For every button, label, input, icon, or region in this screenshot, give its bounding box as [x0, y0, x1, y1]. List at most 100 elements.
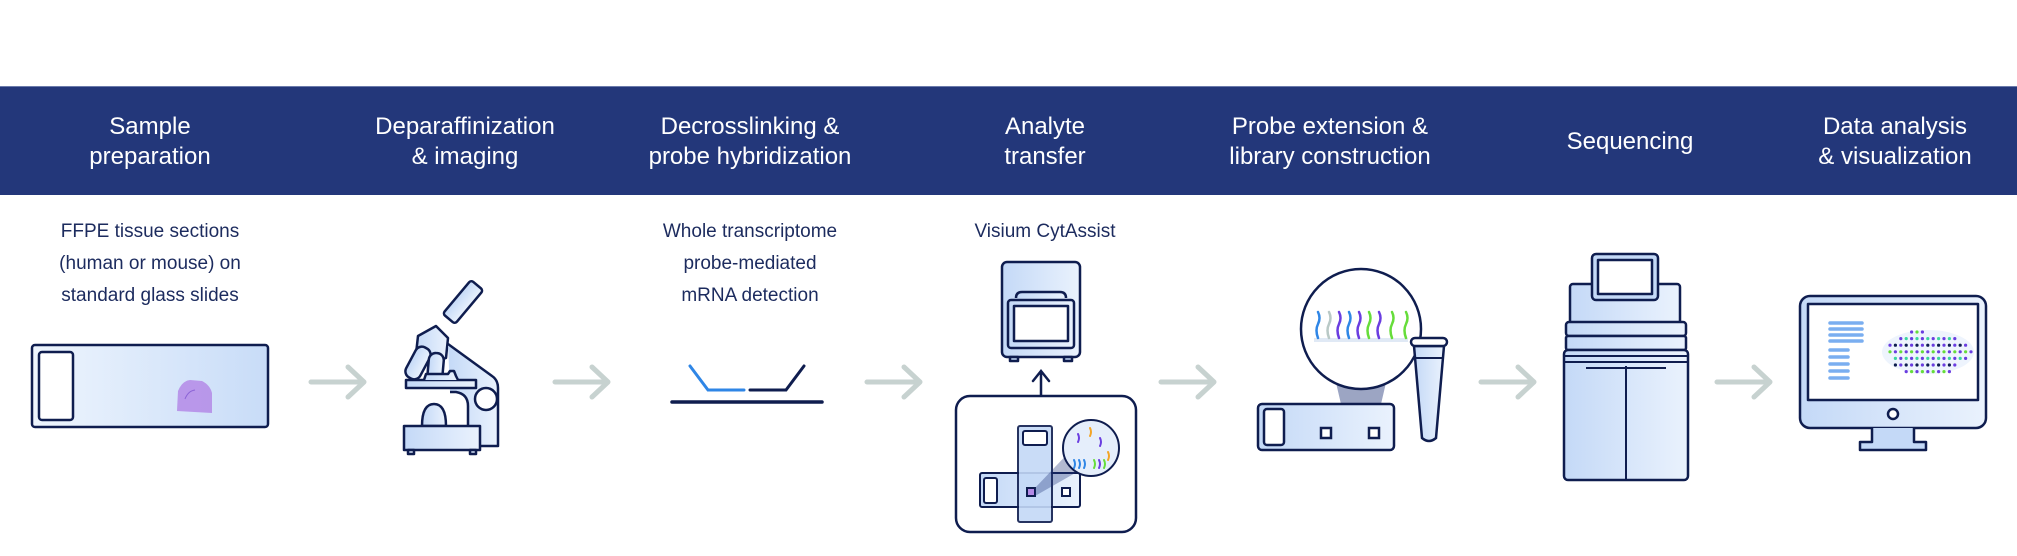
- step-description-analyte-transfer: Visium CytAssist: [974, 221, 1116, 242]
- spot: [1931, 337, 1935, 341]
- spot: [1915, 330, 1919, 334]
- spot: [1920, 343, 1924, 347]
- arrow-right-icon: [1714, 364, 1773, 400]
- spot: [1893, 356, 1897, 360]
- spot: [1920, 370, 1924, 374]
- spot: [1926, 337, 1930, 341]
- arrow-right-icon: [1158, 364, 1217, 400]
- arrow-right-icon: [1478, 364, 1537, 400]
- spot: [1893, 350, 1897, 354]
- arrow-right-icon: [552, 364, 611, 400]
- spot: [1942, 356, 1946, 360]
- spot: [1964, 343, 1968, 347]
- spot: [1931, 363, 1935, 367]
- spot: [1926, 370, 1930, 374]
- spot: [1915, 356, 1919, 360]
- spot: [1910, 350, 1914, 354]
- spot: [1920, 356, 1924, 360]
- spot: [1958, 343, 1962, 347]
- spot: [1953, 363, 1957, 367]
- tissue-section: [177, 380, 212, 413]
- arrow-right-icon: [864, 364, 923, 400]
- spot: [1910, 370, 1914, 374]
- spot: [1926, 356, 1930, 360]
- spot: [1920, 363, 1924, 367]
- spot: [1953, 343, 1957, 347]
- spot: [1910, 343, 1914, 347]
- library-construction-icon: [1256, 267, 1449, 452]
- spot: [1947, 356, 1951, 360]
- cytassist-instrument-icon: [954, 260, 1138, 534]
- spot: [1910, 337, 1914, 341]
- tube-icon: [1409, 336, 1449, 443]
- spot: [1910, 330, 1914, 334]
- sequencer-icon: [1562, 252, 1690, 482]
- spot: [1942, 337, 1946, 341]
- step-description-sample-preparation: FFPE tissue sections (human or mouse) on…: [59, 221, 241, 306]
- step-title-decrosslinking-hybridization: Decrosslinking & probe hybridization: [648, 112, 852, 170]
- spatial-spot-grid: [1888, 330, 1973, 374]
- spot: [1931, 370, 1935, 374]
- spot: [1942, 350, 1946, 354]
- spot: [1888, 350, 1892, 354]
- spot: [1931, 343, 1935, 347]
- spot: [1920, 330, 1924, 334]
- spot: [1904, 363, 1908, 367]
- spot: [1926, 350, 1930, 354]
- step-title-sample-preparation: Sample preparation: [89, 112, 211, 170]
- spot: [1899, 356, 1903, 360]
- spot: [1931, 350, 1935, 354]
- spot: [1915, 337, 1919, 341]
- spot: [1899, 363, 1903, 367]
- spot: [1899, 337, 1903, 341]
- spot: [1953, 350, 1957, 354]
- spot: [1947, 350, 1951, 354]
- spot: [1964, 350, 1968, 354]
- spot: [1920, 337, 1924, 341]
- spot: [1931, 356, 1935, 360]
- spot: [1926, 363, 1930, 367]
- spot: [1915, 350, 1919, 354]
- spot: [1915, 370, 1919, 374]
- arrow-right-icon: [308, 364, 367, 400]
- spot: [1942, 363, 1946, 367]
- step-title-sequencing: Sequencing: [1566, 127, 1694, 155]
- spot: [1904, 343, 1908, 347]
- spot: [1947, 370, 1951, 374]
- spot: [1899, 350, 1903, 354]
- spot: [1958, 356, 1962, 360]
- step-description-decrosslinking-hybridization: Whole transcriptome probe-mediated mRNA …: [662, 221, 838, 306]
- spot: [1937, 370, 1941, 374]
- step-title-data-analysis-visualization: Data analysis & visualization: [1818, 112, 1972, 170]
- spot: [1942, 370, 1946, 374]
- spot: [1937, 337, 1941, 341]
- spot: [1904, 370, 1908, 374]
- magnified-probe-view: [1299, 267, 1423, 391]
- step-title-probe-extension-library: Probe extension & library construction: [1229, 112, 1431, 170]
- spot: [1942, 343, 1946, 347]
- spot: [1893, 343, 1897, 347]
- spot: [1964, 356, 1968, 360]
- arrow-up-icon: [1031, 368, 1051, 398]
- spot: [1899, 343, 1903, 347]
- spot: [1937, 363, 1941, 367]
- spot: [1953, 337, 1957, 341]
- spot: [1893, 363, 1897, 367]
- spot: [1937, 343, 1941, 347]
- microscope-icon: [402, 279, 500, 456]
- spot: [1969, 350, 1973, 354]
- spot: [1915, 343, 1919, 347]
- spot: [1910, 363, 1914, 367]
- spot: [1904, 356, 1908, 360]
- spot: [1937, 356, 1941, 360]
- spot: [1958, 350, 1962, 354]
- spot: [1904, 350, 1908, 354]
- spot: [1947, 363, 1951, 367]
- spot: [1953, 356, 1957, 360]
- workflow-steps-banner: Sample preparation Deparaffinization & i…: [0, 86, 2017, 195]
- probe-pair-icon: [670, 364, 824, 404]
- spot: [1920, 350, 1924, 354]
- spot: [1915, 363, 1919, 367]
- spot: [1888, 343, 1892, 347]
- right-probe: [748, 364, 806, 392]
